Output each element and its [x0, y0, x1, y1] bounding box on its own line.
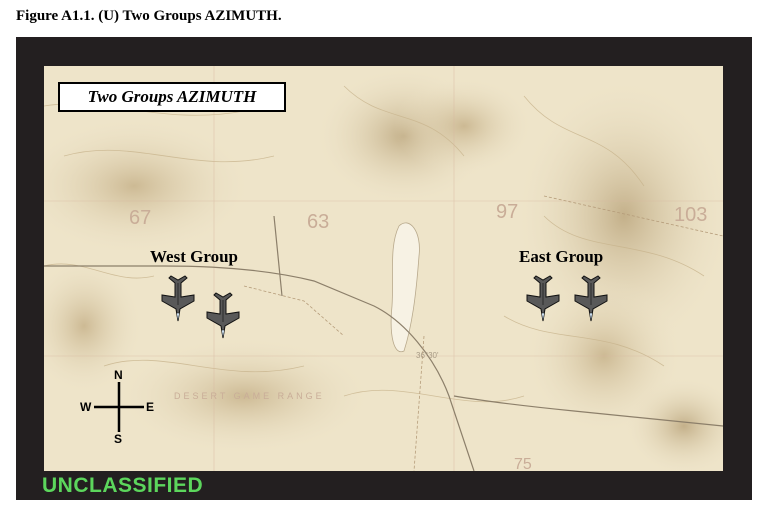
- fighter-jet-icon: [206, 292, 240, 339]
- fighter-jet-icon: [574, 275, 608, 322]
- fighter-jet-icon: [526, 275, 560, 322]
- map-elev-67: 67: [129, 207, 151, 229]
- compass-south-label: S: [114, 432, 123, 446]
- map-elev-97: 97: [496, 201, 518, 223]
- figure-caption: Figure A1.1. (U) Two Groups AZIMUTH.: [16, 8, 282, 24]
- map-range-name: DESERT GAME RANGE: [174, 391, 325, 401]
- map-elev-63: 63: [307, 211, 329, 233]
- compass-east-label: E: [146, 400, 155, 414]
- fighter-jet-icon: [161, 275, 195, 322]
- east-group-label: East Group: [519, 247, 604, 266]
- compass-rose-icon: [94, 382, 144, 432]
- map-elev-75: 75: [514, 456, 532, 471]
- map-latitude: 36°30': [416, 351, 439, 360]
- compass-west-label: W: [80, 400, 92, 414]
- classification-marking: UNCLASSIFIED: [42, 474, 204, 497]
- topographic-map: 67 63 97 103 75 DESERT GAME RANGE 36°30': [44, 66, 723, 471]
- map-title: Two Groups AZIMUTH: [58, 82, 286, 112]
- map-elev-103: 103: [674, 204, 707, 226]
- west-group-label: West Group: [150, 247, 239, 266]
- compass-north-label: N: [114, 368, 123, 382]
